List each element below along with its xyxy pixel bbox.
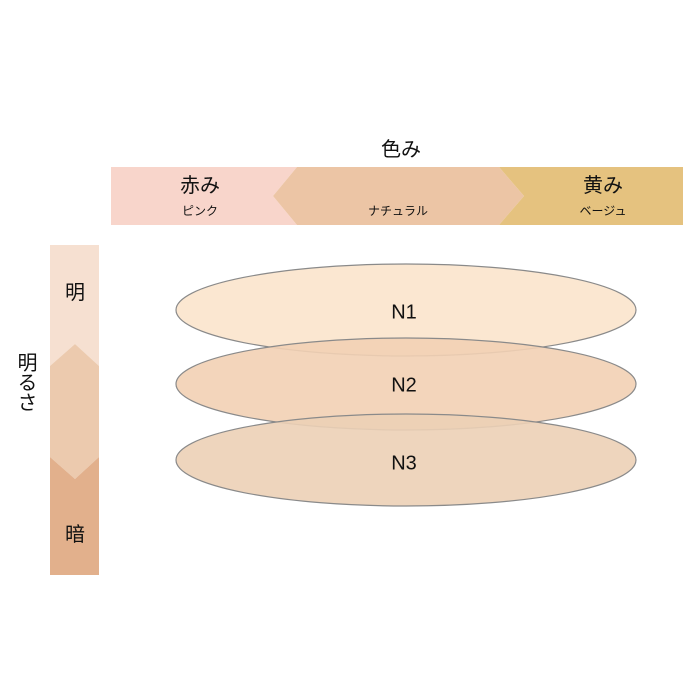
shade-label-n1: N1 [391,301,417,323]
brightness-axis: 明 暗 明るさ [14,245,99,575]
hue-segment-natural [273,167,524,225]
hue-yellow-label: 黄み [583,173,623,197]
hue-axis: 色み 赤み ピンク ナチュラル 黄み ベージュ [111,137,683,225]
shade-oval-n3 [175,413,637,507]
shade-label-n3: N3 [391,452,417,474]
hue-axis-title: 色み [381,137,421,161]
hue-yellow-sublabel: ベージュ [580,204,627,218]
brightness-light-label: 明 [65,280,85,304]
brightness-segment-dark [50,457,99,575]
hue-natural-sublabel: ナチュラル [368,204,428,218]
shade-label-n2: N2 [391,374,417,396]
brightness-segment-light [50,245,99,366]
hue-red-label: 赤み [180,173,220,197]
hue-red-sublabel: ピンク [182,204,218,218]
hue-segment-red [111,167,297,225]
brightness-segment-medium [50,344,99,479]
brightness-axis-title: 明るさ [14,352,38,412]
hue-segment-yellow [499,167,683,225]
shade-ovals: N1 N2 N3 [175,263,637,507]
brightness-dark-label: 暗 [65,522,85,546]
